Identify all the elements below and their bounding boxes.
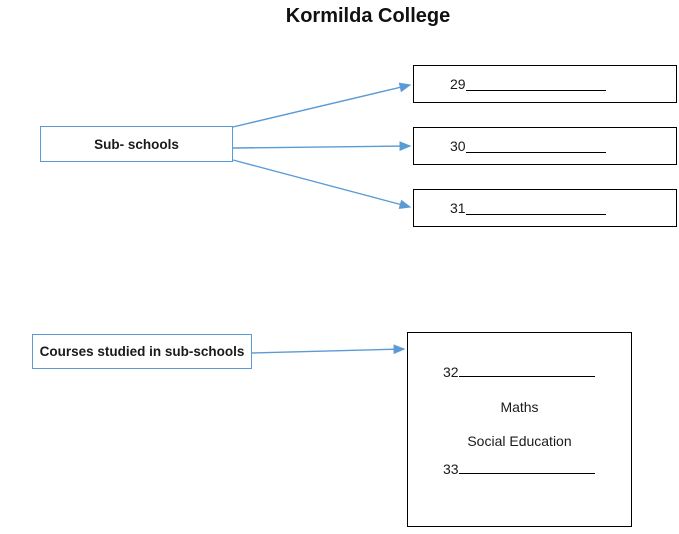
course-list-box: 32 Maths Social Education 33: [407, 332, 632, 527]
course-row-maths: Maths: [500, 399, 539, 415]
page-title: Kormilda College: [285, 5, 451, 27]
answer-blank-32[interactable]: [458, 363, 595, 377]
answer-number: 29: [450, 76, 466, 92]
courses-label: Courses studied in sub-schools: [39, 344, 245, 359]
sub-schools-label: Sub- schools: [94, 136, 179, 152]
course-row-blank-32: 32: [443, 363, 595, 380]
answer-blank-33[interactable]: [458, 460, 595, 474]
course-row-blank-33: 33: [443, 460, 595, 477]
answer-number: 30: [450, 138, 466, 154]
answer-box-30: 30: [413, 127, 677, 165]
answer-blank-29[interactable]: [465, 77, 606, 91]
answer-blank-31[interactable]: [465, 201, 606, 215]
courses-box: Courses studied in sub-schools: [32, 334, 252, 369]
arrow-subschools-to-29: [232, 82, 412, 128]
course-row-social-education: Social Education: [467, 433, 572, 449]
answer-number: 33: [443, 461, 459, 477]
arrow-courses-to-coursebox: [251, 344, 406, 355]
answer-blank-30[interactable]: [465, 139, 606, 153]
arrow-subschools-to-30: [232, 141, 412, 152]
answer-number: 31: [450, 200, 466, 216]
sub-schools-box: Sub- schools: [40, 126, 233, 162]
answer-number: 32: [443, 364, 459, 380]
arrow-subschools-to-31: [232, 159, 412, 210]
answer-box-29: 29: [413, 65, 677, 103]
answer-box-31: 31: [413, 189, 677, 227]
